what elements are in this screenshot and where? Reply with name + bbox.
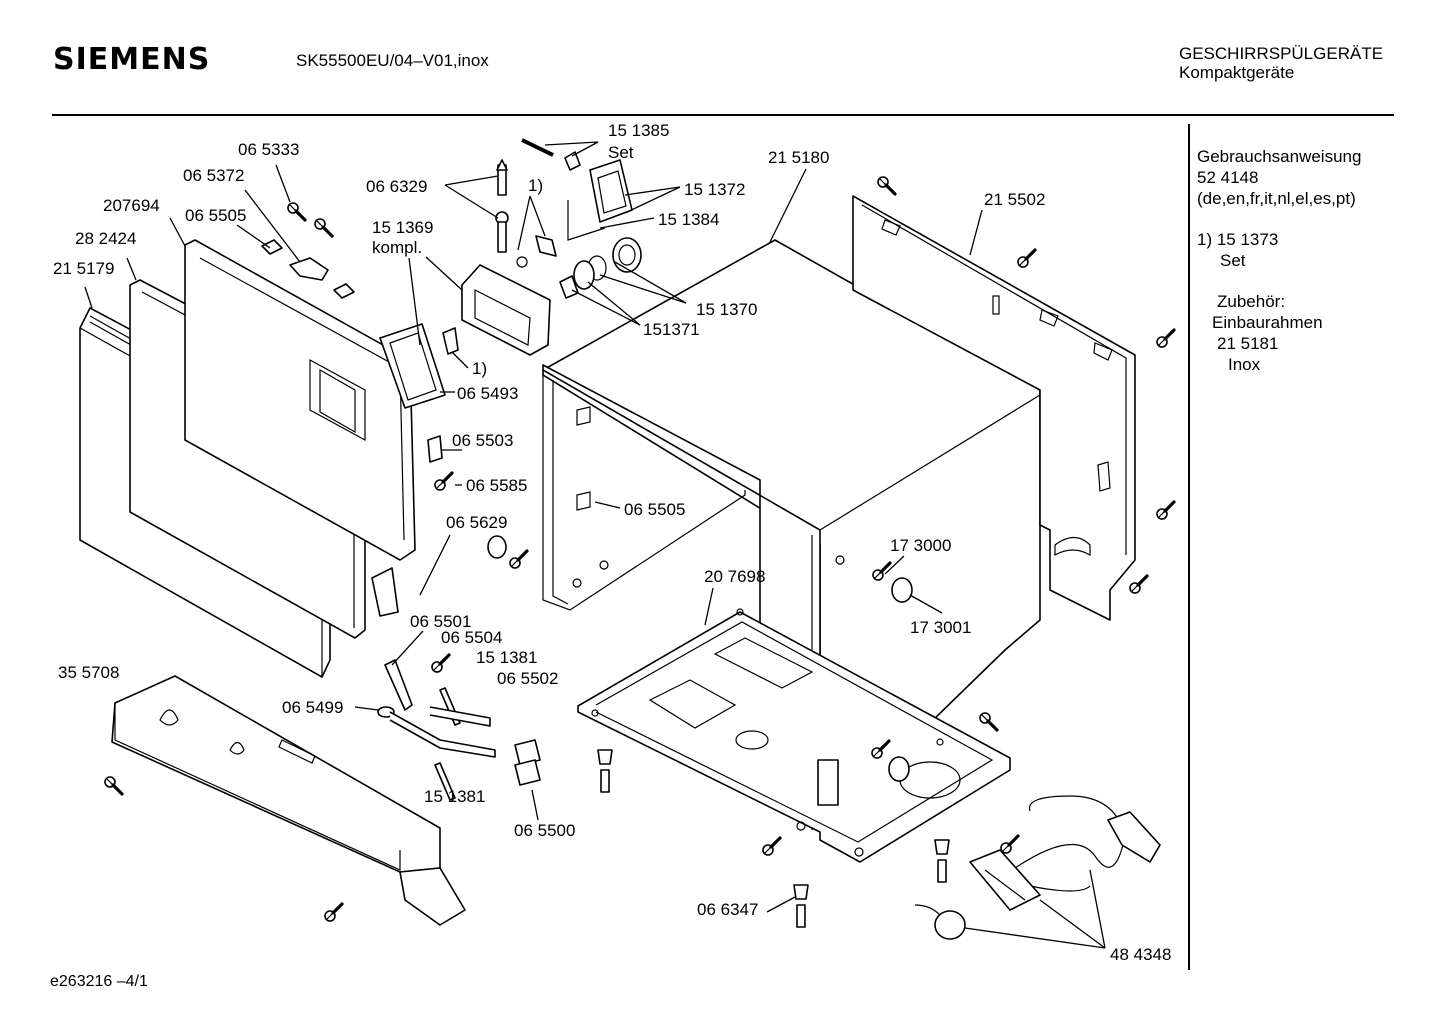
category-title: GESCHIRRSPÜLGERÄTE [1179, 44, 1384, 63]
header-divider [52, 114, 1394, 116]
label-06-6329: 06 6329 [366, 177, 427, 196]
label-06-5500: 06 5500 [514, 821, 575, 840]
label-35-5708: 35 5708 [58, 663, 119, 682]
category-subtitle: Kompaktgeräte [1179, 63, 1295, 82]
label-15-1381-bottom: 15 1381 [424, 787, 485, 806]
label-15-1384: 15 1384 [658, 210, 719, 229]
label-06-5505-top: 06 5505 [185, 206, 246, 225]
note-ref: 1) 15 1373 [1197, 230, 1279, 249]
label-28-2424: 28 2424 [75, 229, 136, 248]
leader-lines [84, 141, 1106, 949]
accessory-name: Einbaurahmen [1212, 313, 1323, 332]
label-48-4348: 48 4348 [1110, 945, 1171, 964]
sidebar-divider [1188, 124, 1190, 970]
label-151371: 151371 [643, 320, 700, 339]
label-21-5180: 21 5180 [768, 148, 829, 167]
label-06-5504: 06 5504 [441, 628, 502, 647]
power-cord [914, 795, 1161, 940]
accessory-label: Zubehör: [1217, 292, 1286, 311]
label-15-1369: 15 1369 [372, 218, 433, 237]
label-207694: 207694 [103, 196, 160, 215]
small-parts [261, 201, 454, 617]
manual-languages: (de,en,fr,it,nl,el,es,pt) [1197, 189, 1356, 208]
label-06-5505-mid: 06 5505 [624, 500, 685, 519]
label-06-6347: 06 6347 [697, 900, 758, 919]
screws-and-feet [597, 175, 1176, 928]
note-set: Set [1220, 251, 1246, 270]
drawing-id: e263216 –4/1 [50, 973, 148, 990]
manual-label: Gebrauchsanweisung [1197, 147, 1362, 166]
part-labels: 06 5333 06 5372 207694 06 5505 28 2424 2… [53, 121, 1171, 964]
label-kompl: kompl. [372, 238, 422, 257]
label-note-1-top: 1) [528, 176, 543, 195]
label-17-3000: 17 3000 [890, 536, 951, 555]
brand-logo: SIEMENS [53, 42, 211, 77]
label-15-1372: 15 1372 [684, 180, 745, 199]
model-number: SK55500EU/04–V01,inox [296, 51, 489, 70]
label-21-5179: 21 5179 [53, 259, 114, 278]
label-06-5333: 06 5333 [238, 140, 299, 159]
label-06-5493: 06 5493 [457, 384, 518, 403]
manual-number: 52 4148 [1197, 168, 1259, 187]
hinge-parts [377, 535, 541, 801]
detergent-dispenser [442, 159, 557, 356]
label-17-3001: 17 3001 [910, 618, 971, 637]
label-06-5585: 06 5585 [466, 476, 527, 495]
back-panel [852, 195, 1136, 621]
label-15-1385: 15 1385 [608, 121, 669, 140]
label-21-5502: 21 5502 [984, 190, 1045, 209]
drying-fan-parts [521, 138, 642, 299]
exploded-view-diagram: 06 5333 06 5372 207694 06 5505 28 2424 2… [53, 121, 1176, 964]
label-06-5502: 06 5502 [497, 669, 558, 688]
label-15-1370: 15 1370 [696, 300, 757, 319]
label-20-7698: 20 7698 [704, 567, 765, 586]
plinth-panel [103, 675, 466, 926]
label-06-5503: 06 5503 [452, 431, 513, 450]
base-tray [577, 608, 1011, 863]
label-set: Set [608, 143, 634, 162]
label-06-5499: 06 5499 [282, 698, 343, 717]
label-06-5629: 06 5629 [446, 513, 507, 532]
label-note-1-mid: 1) [472, 359, 487, 378]
accessory-number: 21 5181 [1217, 334, 1279, 353]
label-06-5372: 06 5372 [183, 166, 244, 185]
accessory-finish: Inox [1228, 355, 1261, 374]
label-15-1381-top: 15 1381 [476, 648, 537, 667]
label-06-5501: 06 5501 [410, 612, 471, 631]
